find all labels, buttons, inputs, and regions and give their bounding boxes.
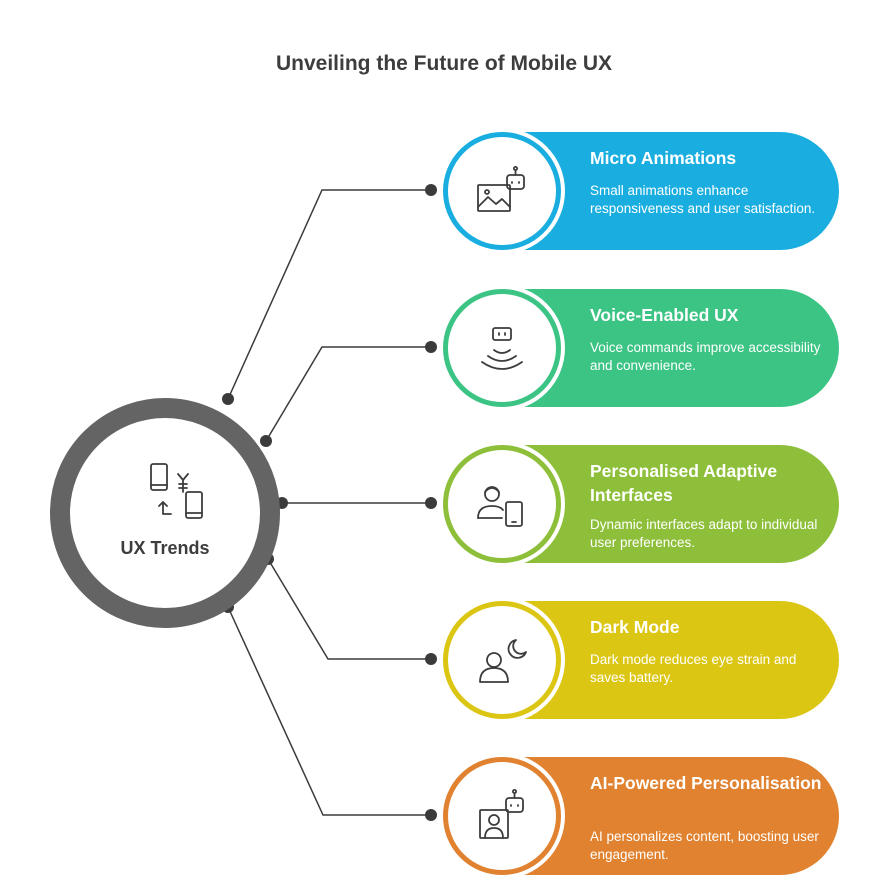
trend-card-dark-mode: Dark Mode Dark mode reduces eye strain a… [443, 601, 839, 719]
card-title: AI-Powered Personalisation [590, 773, 822, 793]
connector-dot [425, 184, 437, 196]
card-title: Micro Animations [590, 148, 737, 168]
card-title: Personalised Adaptive Interfaces [590, 461, 778, 505]
robot-image-icon [477, 166, 525, 212]
ux-trends-hub: UX Trends [50, 398, 280, 628]
user-tablet-icon [477, 486, 523, 527]
card-description: AI personalizes content, boosting user e… [590, 829, 819, 862]
user-moon-icon [479, 639, 527, 683]
voice-robot-icon [481, 327, 523, 370]
connector-line [265, 346, 431, 442]
connector-dot [260, 435, 272, 447]
card-description: Dynamic interfaces adapt to individual u… [590, 517, 818, 550]
connector-dot [425, 497, 437, 509]
trend-card-voice-enabled-ux: Voice-Enabled UX Voice commands improve … [443, 289, 839, 407]
card-title: Dark Mode [590, 617, 680, 637]
connector-line [227, 606, 431, 816]
trend-card-personalised-adaptive-interfaces: Personalised Adaptive Interfaces Dynamic… [443, 445, 839, 563]
mobile-exchange-icon [150, 463, 203, 519]
connector-dot [425, 341, 437, 353]
connector-line [267, 558, 431, 660]
trend-card-micro-animations: Micro Animations Small animations enhanc… [443, 132, 839, 250]
card-description: Dark mode reduces eye strain and saves b… [590, 652, 797, 685]
hub-label: UX Trends [120, 538, 210, 558]
connector-dot [425, 653, 437, 665]
page-title: Unveiling the Future of Mobile UX [276, 52, 612, 75]
connector-dot [222, 393, 234, 405]
card-description: Small animations enhance responsiveness … [590, 183, 816, 216]
card-title: Voice-Enabled UX [590, 305, 739, 325]
card-description: Voice commands improve accessibility and… [590, 340, 821, 373]
ai-profile-icon [479, 789, 524, 839]
connector-dot [425, 809, 437, 821]
connector-line [227, 189, 431, 400]
trend-card-ai-powered-personalisation: AI-Powered Personalisation AI personaliz… [443, 757, 839, 875]
